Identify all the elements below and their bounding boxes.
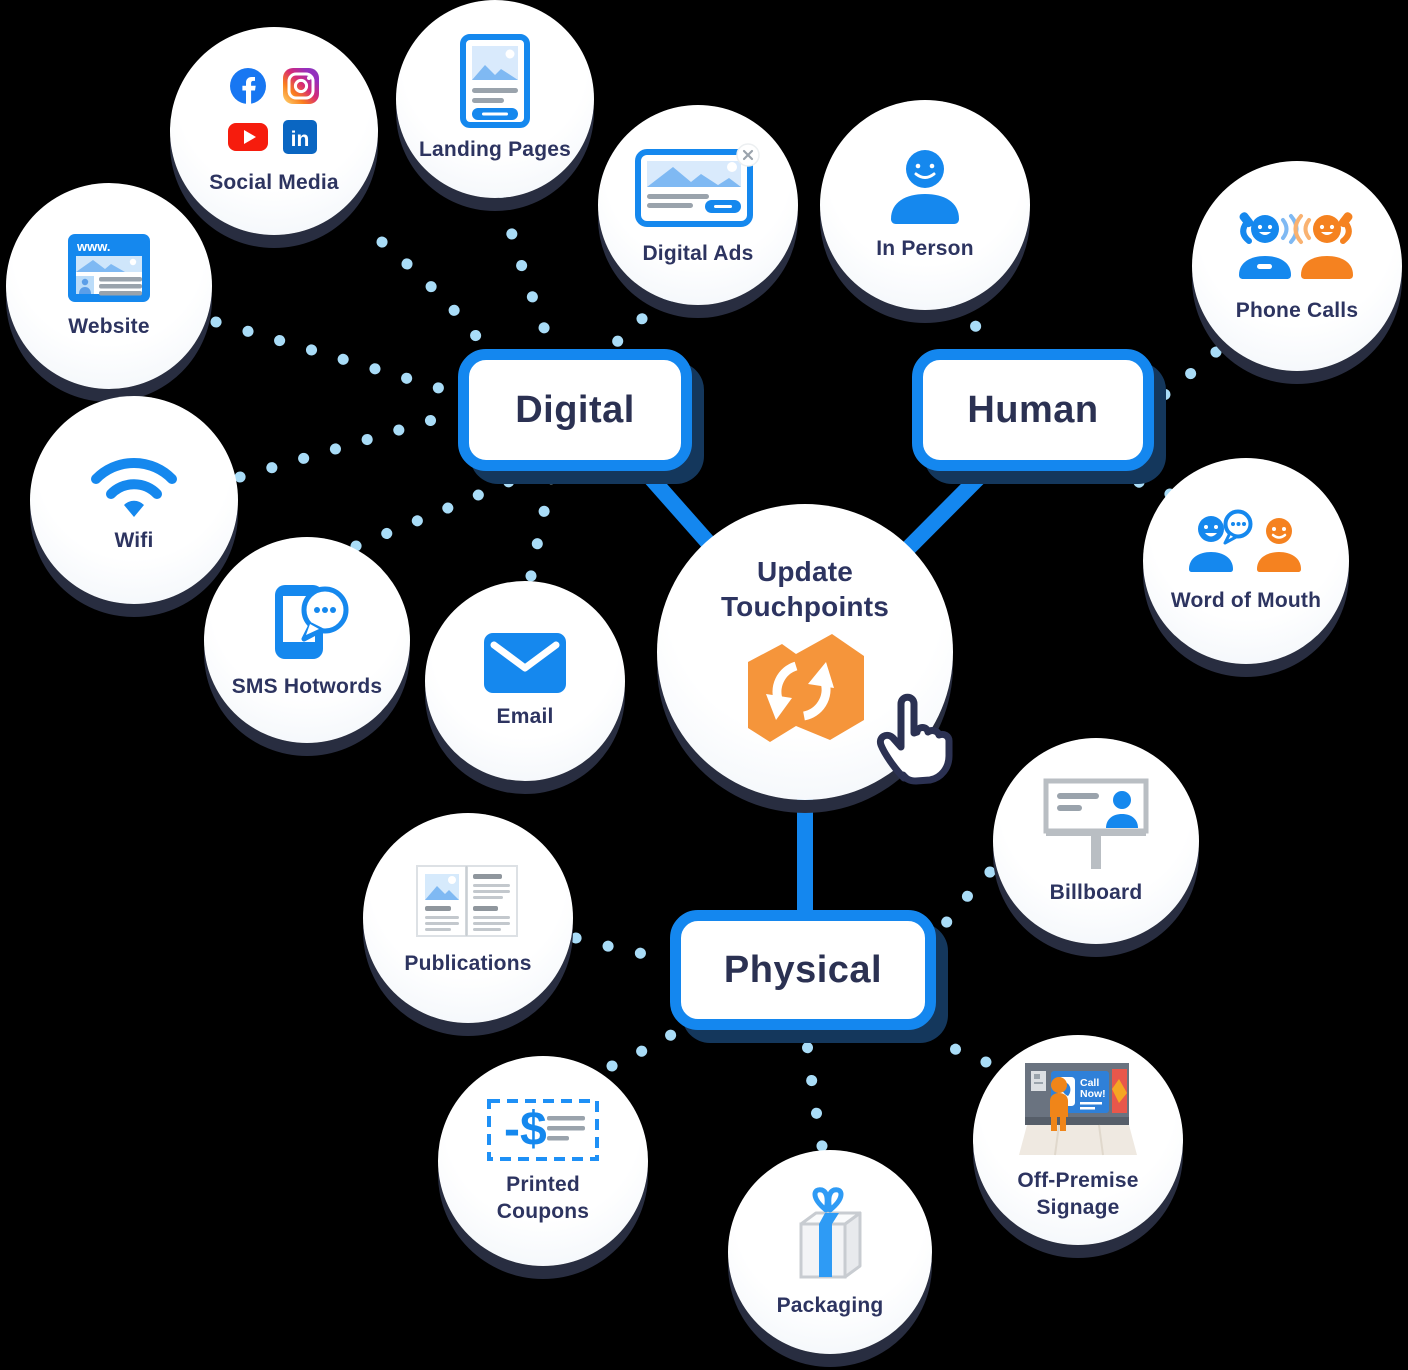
packaging-icon [781, 1184, 879, 1284]
node-label: SMS Hotwords [231, 675, 383, 699]
node-website[interactable]: www. Website [6, 183, 212, 389]
node-label: Wifi [114, 529, 154, 553]
wifi-icon [86, 445, 182, 519]
node-in-person[interactable]: In Person [820, 100, 1030, 310]
node-label: Packaging [776, 1294, 884, 1318]
node-social-media[interactable]: in Social Media [170, 27, 378, 235]
node-label: Printed Coupons [496, 1173, 590, 1223]
node-billboard[interactable]: Billboard [993, 738, 1199, 944]
center-node-update-touchpoints[interactable]: Update Touchpoints [657, 504, 953, 800]
node-label: Social Media [209, 171, 339, 195]
node-word-of-mouth[interactable]: Word of Mouth [1143, 458, 1349, 664]
node-off-premise-signage[interactable]: Call Now! Off-Premise Signage [973, 1035, 1183, 1245]
email-icon [482, 631, 568, 695]
publications-icon [407, 858, 529, 942]
sign-text-line1: Call [1080, 1077, 1099, 1089]
social-media-icon: in [226, 65, 322, 161]
sign-text-line2: Now! [1080, 1088, 1106, 1100]
node-label: Word of Mouth [1170, 589, 1322, 613]
node-label: Website [68, 315, 150, 339]
node-label: Landing Pages [419, 138, 571, 162]
coupon-dollar-text: -$ [504, 1103, 547, 1156]
center-label: Update Touchpoints [720, 556, 890, 622]
node-label: Billboard [1049, 881, 1143, 905]
group-box-physical[interactable]: Physical [670, 910, 936, 1030]
digital-ads-icon [635, 142, 761, 232]
in-person-icon [883, 147, 967, 227]
node-label: Email [496, 705, 554, 729]
dotted-connectors [210, 196, 1222, 1152]
website-icon: www. [65, 231, 153, 305]
node-label: Off-Premise Signage [1017, 1169, 1139, 1219]
billboard-icon [1040, 775, 1152, 871]
group-box-digital[interactable]: Digital [458, 349, 692, 471]
group-box-human[interactable]: Human [912, 349, 1154, 471]
node-printed-coupons[interactable]: -$ Printed Coupons [438, 1056, 648, 1266]
node-phone-calls[interactable]: Phone Calls [1192, 161, 1402, 371]
update-touchpoints-map-icon [738, 628, 872, 750]
node-label: Digital Ads [642, 242, 754, 266]
landing-pages-icon [460, 34, 530, 129]
node-label: Publications [404, 952, 532, 976]
hand-pointer-cursor [872, 688, 958, 793]
node-digital-ads[interactable]: Digital Ads [598, 105, 798, 305]
word-of-mouth-icon [1185, 507, 1307, 579]
node-landing-pages[interactable]: Landing Pages [396, 0, 594, 198]
group-label-digital: Digital [515, 388, 635, 431]
node-wifi[interactable]: Wifi [30, 396, 238, 604]
sms-hotwords-icon [261, 579, 353, 665]
off-premise-signage-icon: Call Now! [1017, 1059, 1139, 1159]
group-label-human: Human [967, 388, 1099, 431]
phone-calls-icon [1231, 207, 1363, 289]
group-label-physical: Physical [723, 948, 883, 991]
node-publications[interactable]: Publications [363, 813, 573, 1023]
node-label: Phone Calls [1235, 299, 1359, 323]
printed-coupons-icon: -$ [485, 1097, 601, 1163]
svg-text:in: in [291, 128, 310, 151]
node-packaging[interactable]: Packaging [728, 1150, 932, 1354]
node-sms-hotwords[interactable]: SMS Hotwords [204, 537, 410, 743]
node-email[interactable]: Email [425, 581, 625, 781]
website-url-text: www. [76, 239, 110, 254]
node-label: In Person [876, 237, 974, 261]
